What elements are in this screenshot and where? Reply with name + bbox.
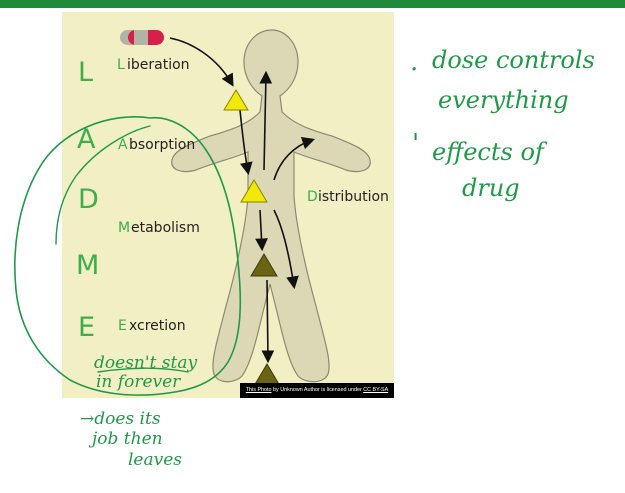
attribution-link[interactable]: This Photo <box>245 387 272 393</box>
note-doesnt-stay: doesn't stay <box>94 353 197 373</box>
absorption-triangle <box>223 89 249 111</box>
diagram-graphics <box>120 29 371 387</box>
letter-m-1: M <box>76 250 100 281</box>
note-bullet-1: . <box>410 47 418 77</box>
note-does-its: →does its <box>80 409 161 429</box>
note-leaves: leaves <box>128 450 182 470</box>
flow-arrow-up-arm <box>259 70 273 171</box>
flow-arrow-down-2 <box>255 209 268 252</box>
note-job-then: job then <box>88 429 163 449</box>
photo-attribution: This Photo by Unknown Author is licensed… <box>240 383 394 398</box>
label-liberation-initial: L <box>117 57 125 73</box>
flow-arrow-to-arm <box>273 136 316 181</box>
pill-icon <box>120 30 164 45</box>
distribution-triangle <box>240 179 268 203</box>
letter-a: A <box>77 124 96 155</box>
note-bullet-2: ' <box>412 129 419 159</box>
flow-arrow-liberation <box>169 37 234 87</box>
attribution-text: by Unknown Author is licensed under <box>271 387 364 393</box>
label-distribution-rest: istribution <box>318 189 389 205</box>
label-distribution-initial: D <box>307 189 318 205</box>
flow-arrow-excretion <box>261 279 275 364</box>
ink-underline <box>97 367 189 373</box>
label-excretion-initial: E <box>118 318 127 334</box>
metabolism-triangle <box>250 253 278 277</box>
letter-e: E <box>78 312 96 343</box>
label-metabolism-rest: etabolism <box>131 220 200 236</box>
ink-inner-stroke <box>55 125 151 245</box>
label-excretion-rest: xcretion <box>129 318 186 334</box>
note-in-forever: in forever <box>96 372 181 392</box>
human-body-silhouette <box>171 29 371 383</box>
note-dose-controls: dose controls <box>432 46 595 74</box>
letter-d: D <box>78 184 99 215</box>
label-absorption-rest: bsorption <box>129 137 196 153</box>
top-accent-bar <box>0 0 625 8</box>
ink-loop-around-adme <box>14 116 242 396</box>
letter-l: L <box>78 57 94 88</box>
flow-arrow-down-1 <box>239 109 253 176</box>
label-absorption-initial: A <box>118 137 128 153</box>
label-liberation-rest: iberation <box>127 57 190 73</box>
note-drug: drug <box>462 174 520 202</box>
label-metabolism-initial: M <box>118 220 131 236</box>
attribution-license-link[interactable]: CC BY-SA <box>363 387 389 393</box>
note-everything: everything <box>438 86 569 114</box>
flow-arrow-to-leg <box>273 209 299 290</box>
note-effects-of: effects of <box>432 138 548 166</box>
